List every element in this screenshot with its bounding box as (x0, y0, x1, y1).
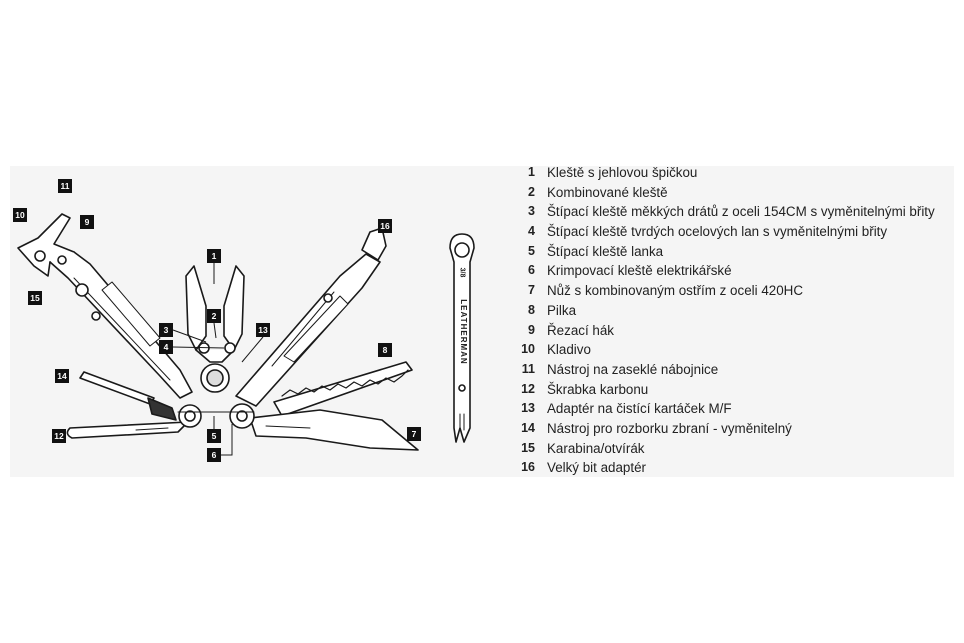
legend-num: 12 (521, 381, 535, 396)
legend-item: 8 Pilka (512, 301, 952, 321)
disassembly-tool (79, 371, 177, 421)
hammer-arm (17, 213, 193, 399)
knife-blade (249, 409, 419, 451)
multitool-illustration (17, 213, 475, 451)
legend-num: 8 (528, 302, 535, 317)
legend-item: 13 Adaptér na čistící kartáček M/F (512, 399, 952, 419)
legend-label: Nůž s kombinovaným ostřím z oceli 420HC (547, 283, 803, 299)
leader-lines (172, 263, 264, 456)
legend-label: Nástroj pro rozborku zbraní - vyměniteln… (547, 420, 792, 436)
multitool-diagram: LEATHERMAN 3/8 1 2 3 4 5 6 7 8 9 10 11 1… (10, 166, 510, 477)
legend-num: 7 (528, 283, 535, 298)
callout-6: 6 (207, 448, 221, 462)
legend-num: 13 (521, 401, 535, 416)
legend-item: 10 Kladivo (512, 340, 952, 360)
pivot-group (177, 403, 255, 429)
legend-item: 6 Krimpovací kleště elektrikářské (512, 261, 952, 281)
legend-label: Štípací kleště tvrdých ocelových lan s v… (547, 224, 888, 240)
callout-9: 9 (80, 215, 94, 229)
legend-label: Štípací kleště měkkých drátů z oceli 154… (547, 204, 935, 220)
legend-label: Velký bit adaptér (547, 460, 647, 476)
callout-5: 5 (207, 429, 221, 443)
legend-label: Nástroj na zaseklé nábojnice (547, 361, 719, 377)
callout-11: 11 (58, 179, 72, 193)
legend-label: Řezací hák (547, 322, 614, 338)
legend-num: 15 (521, 440, 535, 455)
legend-num: 1 (528, 165, 535, 179)
callout-2: 2 (207, 309, 221, 323)
legend-num: 9 (528, 322, 535, 337)
legend-num: 11 (521, 361, 535, 376)
legend-item: 14 Nástroj pro rozborku zbraní - vyměnite… (512, 419, 952, 439)
legend-label: Adaptér na čistící kartáček M/F (547, 401, 732, 417)
legend-item: 3 Štípací kleště měkkých drátů z oceli 15… (512, 202, 952, 222)
legend-num: 3 (528, 204, 535, 219)
legend-num: 10 (521, 342, 535, 357)
callout-14: 14 (55, 369, 69, 383)
legend-num: 2 (528, 184, 535, 199)
legend-item: 1 Kleště s jehlovou špičkou (512, 163, 952, 183)
legend-label: Štípací kleště lanka (547, 243, 664, 259)
callout-8: 8 (378, 343, 392, 357)
legend-label: Kombinované kleště (547, 184, 668, 200)
legend-item: 7 Nůž s kombinovaným ostřím z oceli 420HC (512, 281, 952, 301)
callout-10: 10 (13, 208, 27, 222)
legend-num: 4 (528, 224, 535, 239)
callout-1: 1 (207, 249, 221, 263)
legend-item: 11 Nástroj na zaseklé nábojnice (512, 360, 952, 380)
legend-num: 6 (528, 263, 535, 278)
bit-driver-tool (449, 233, 475, 443)
legend-item: 5 Štípací kleště lanka (512, 242, 952, 262)
callout-13: 13 (256, 323, 270, 337)
pliers-head (185, 265, 245, 393)
legend-label: Kladivo (547, 342, 591, 358)
legend-list: 1 Kleště s jehlovou špičkou 2 Kombinované … (512, 163, 952, 478)
callout-3: 3 (159, 323, 173, 337)
legend-item: 16 Velký bit adaptér (512, 458, 952, 478)
callout-7: 7 (407, 427, 421, 441)
carbon-scraper (66, 421, 189, 439)
legend-label: Kleště s jehlovou špičkou (547, 165, 698, 180)
callout-4: 4 (159, 340, 173, 354)
legend-label: Pilka (547, 302, 577, 318)
legend-item: 4 Štípací kleště tvrdých ocelových lan s … (512, 222, 952, 242)
callout-16: 16 (378, 219, 392, 233)
legend-item: 12 Škrabka karbonu (512, 380, 952, 400)
legend-num: 14 (521, 420, 535, 435)
bit-holder-arm (235, 227, 387, 407)
legend-label: Karabina/otvírák (547, 440, 645, 456)
legend-num: 5 (528, 243, 535, 258)
legend-item: 2 Kombinované kleště (512, 183, 952, 203)
legend-label: Škrabka karbonu (547, 381, 649, 397)
callout-15: 15 (28, 291, 42, 305)
callout-12: 12 (52, 429, 66, 443)
legend-label: Krimpovací kleště elektrikářské (547, 263, 732, 279)
legend-item: 15 Karabina/otvírák (512, 439, 952, 459)
legend-item: 9 Řezací hák (512, 321, 952, 341)
saw-blade (273, 361, 413, 417)
legend-num: 16 (521, 460, 535, 475)
